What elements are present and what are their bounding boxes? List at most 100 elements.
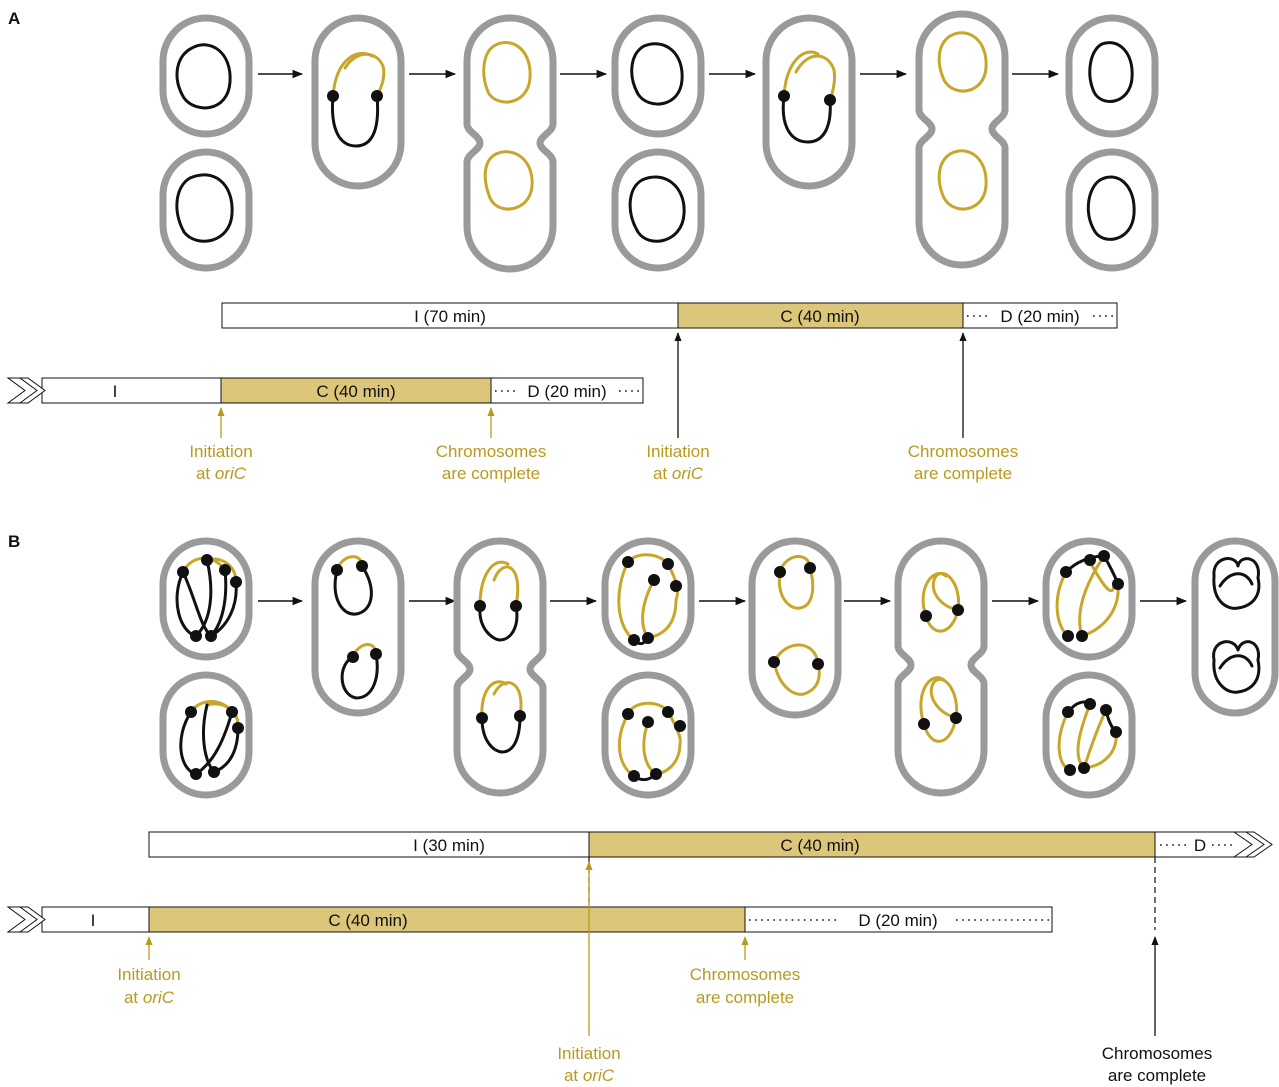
replication-fork xyxy=(1060,566,1072,578)
complete-cur-line2: are complete xyxy=(1108,1066,1206,1085)
complete-prev-line2: are complete xyxy=(696,988,794,1007)
replication-fork xyxy=(347,651,359,663)
chromosome-new xyxy=(937,31,988,93)
period-i-label: I (30 min) xyxy=(413,836,485,855)
panel-b-cell-4 xyxy=(601,537,695,799)
period-c-label: C (40 min) xyxy=(780,307,859,326)
chromosome xyxy=(194,710,234,776)
chromosome-new xyxy=(922,716,958,743)
chromosome xyxy=(330,94,380,148)
chromosome-new xyxy=(1088,560,1116,593)
break-symbol xyxy=(19,377,38,404)
period-i xyxy=(41,377,222,404)
replication-fork xyxy=(642,632,654,644)
cell-wall xyxy=(311,14,405,190)
cell-wall-dividing xyxy=(453,537,547,797)
replication-fork xyxy=(177,566,189,578)
replication-fork xyxy=(1098,550,1110,562)
init-cur-line2: at oriC xyxy=(653,464,704,483)
replication-fork xyxy=(356,560,368,572)
chromosome-new xyxy=(483,150,534,211)
chromosome-new xyxy=(782,50,820,98)
chromosome xyxy=(1218,654,1254,670)
replication-fork xyxy=(804,562,816,574)
replication-fork xyxy=(1062,630,1074,642)
replication-fork xyxy=(674,720,686,732)
chromosome-new xyxy=(478,560,510,608)
panel-b-current-cycle-bar: I (30 min) C (40 min) D xyxy=(148,831,1273,858)
panel-a-previous-cycle-bar: I C (40 min) D (20 min) xyxy=(6,377,644,404)
period-i-label: I xyxy=(91,911,96,930)
panel-a-cell-4 xyxy=(611,14,705,272)
replication-fork xyxy=(918,718,930,730)
cell-wall xyxy=(1191,537,1279,717)
replication-fork xyxy=(331,564,343,576)
init-cur-line1: Initiation xyxy=(646,442,709,461)
replication-fork xyxy=(219,564,231,576)
period-d-label: D (20 min) xyxy=(1000,307,1079,326)
chromosome xyxy=(1212,658,1261,694)
panel-a-cell-1 xyxy=(159,14,253,272)
replication-fork xyxy=(648,574,660,586)
replication-fork xyxy=(201,554,213,566)
panel-b-cell-8 xyxy=(1191,537,1279,717)
replication-fork xyxy=(1110,726,1122,738)
cell-wall xyxy=(611,148,705,272)
replication-fork xyxy=(824,94,836,106)
chromosome xyxy=(628,175,686,243)
replication-fork xyxy=(628,770,640,782)
replication-fork xyxy=(952,604,964,616)
chromosome xyxy=(1086,175,1136,241)
period-d-label: D (20 min) xyxy=(527,382,606,401)
panel-b-cell-3 xyxy=(453,537,547,797)
break-symbol xyxy=(1245,831,1265,858)
chromosome xyxy=(1212,640,1260,662)
cell-wall xyxy=(762,14,856,190)
panel-a: A xyxy=(6,9,1159,483)
chromosome xyxy=(175,43,232,110)
period-c-label: C (40 min) xyxy=(328,911,407,930)
replication-fork xyxy=(1084,698,1096,710)
complete-prev-line2: are complete xyxy=(442,464,540,483)
period-i xyxy=(148,831,590,858)
replication-fork xyxy=(662,706,674,718)
cell-wall xyxy=(601,671,695,799)
replication-fork xyxy=(774,566,786,578)
chromosome xyxy=(340,652,379,700)
panel-a-current-cycle-bar: I (70 min) C (40 min) D (20 min) xyxy=(221,302,1118,329)
chromosome xyxy=(478,604,519,642)
chromosome xyxy=(1212,557,1260,580)
replication-fork xyxy=(230,576,242,588)
replication-fork xyxy=(208,766,220,778)
init-cur-line1: Initiation xyxy=(557,1044,620,1063)
cell-wall xyxy=(748,537,842,719)
chromosome-new xyxy=(492,681,523,718)
replication-fork xyxy=(1064,764,1076,776)
init-prev-line2: at oriC xyxy=(196,464,247,483)
chromosome xyxy=(1088,41,1134,103)
chromosome xyxy=(1218,572,1254,588)
panel-a-cell-5 xyxy=(762,14,856,190)
chromosome-new xyxy=(1078,554,1106,638)
period-c xyxy=(220,377,492,404)
chromosome xyxy=(781,94,832,144)
init-prev-line1: Initiation xyxy=(117,965,180,984)
chromosome-new xyxy=(482,41,532,104)
cell-wall xyxy=(159,671,253,799)
chromosome-new xyxy=(931,571,961,612)
panel-b-annotations: Initiation at oriC Chromosomes are compl… xyxy=(117,861,1213,1085)
complete-cur-line1: Chromosomes xyxy=(1102,1044,1213,1063)
period-d-label: D xyxy=(1194,836,1206,855)
panel-a-label: A xyxy=(8,9,20,28)
cell-wall-dividing xyxy=(915,10,1009,269)
complete-prev-line1: Chromosomes xyxy=(436,442,547,461)
panel-b-cell-5 xyxy=(748,537,842,719)
replication-fork xyxy=(371,90,383,102)
cell-wall xyxy=(159,14,253,138)
chromosome-new xyxy=(343,52,386,98)
replication-fork xyxy=(1100,704,1112,716)
panel-b: B xyxy=(6,532,1279,1085)
replication-fork xyxy=(185,706,197,718)
break-symbol xyxy=(1232,831,1273,858)
